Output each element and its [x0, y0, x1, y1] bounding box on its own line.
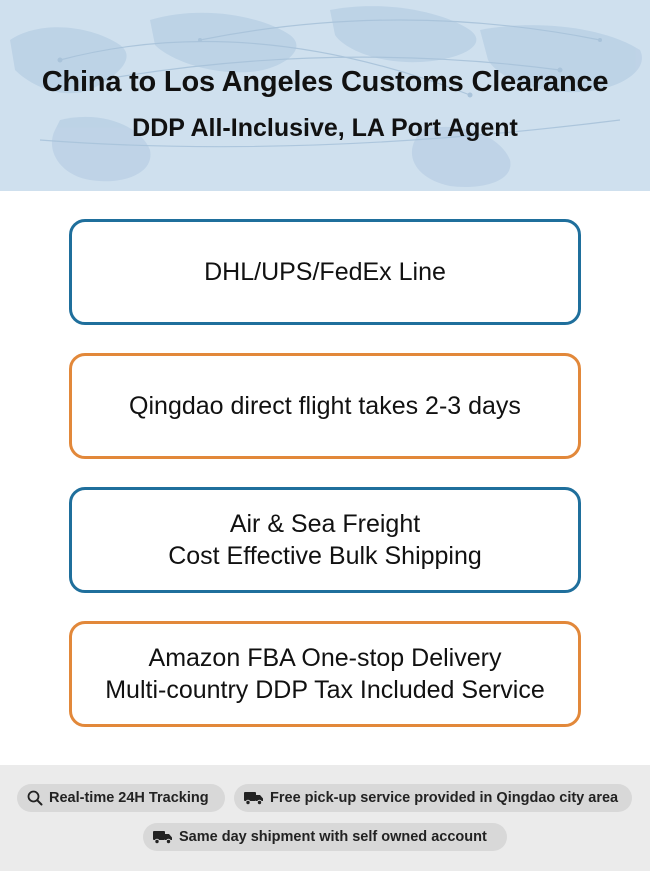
truck-icon [244, 791, 264, 805]
page-title: China to Los Angeles Customs Clearance [41, 66, 609, 98]
service-card-courier-line: DHL/UPS/FedEx Line [69, 219, 581, 325]
service-card-text: DHL/UPS/FedEx Line [204, 258, 446, 286]
service-card-text-line-1: Air & Sea Freight [229, 510, 421, 538]
service-card-text-line-2: Multi-country DDP Tax Included Service [105, 676, 545, 704]
service-card-air-sea-freight: Air & Sea Freight Cost Effective Bulk Sh… [69, 487, 581, 593]
feature-badge-tracking: Real-time 24H Tracking [17, 784, 225, 812]
header-banner: China to Los Angeles Customs Clearance D… [0, 0, 650, 191]
world-map-background [10, 6, 642, 187]
truck-icon [153, 830, 173, 844]
search-icon [27, 790, 43, 806]
feature-badge-label: Free pick-up service provided in Qingdao… [270, 790, 619, 806]
feature-badge-same-day: Same day shipment with self owned accoun… [143, 823, 507, 851]
service-card-text-line-1: Amazon FBA One-stop Delivery [148, 644, 502, 672]
service-card-direct-flight: Qingdao direct flight takes 2-3 days [69, 353, 581, 459]
features-footer: Real-time 24H Tracking Free pick-up serv… [0, 765, 650, 871]
feature-badge-label: Same day shipment with self owned accoun… [179, 829, 487, 845]
service-card-amazon-fba: Amazon FBA One-stop Delivery Multi-count… [69, 621, 581, 727]
service-card-text: Qingdao direct flight takes 2-3 days [129, 392, 521, 420]
feature-badge-pickup: Free pick-up service provided in Qingdao… [234, 784, 632, 812]
page-subtitle: DDP All-Inclusive, LA Port Agent [132, 114, 518, 142]
feature-badge-label: Real-time 24H Tracking [49, 790, 209, 806]
service-card-text-line-2: Cost Effective Bulk Shipping [168, 542, 482, 570]
